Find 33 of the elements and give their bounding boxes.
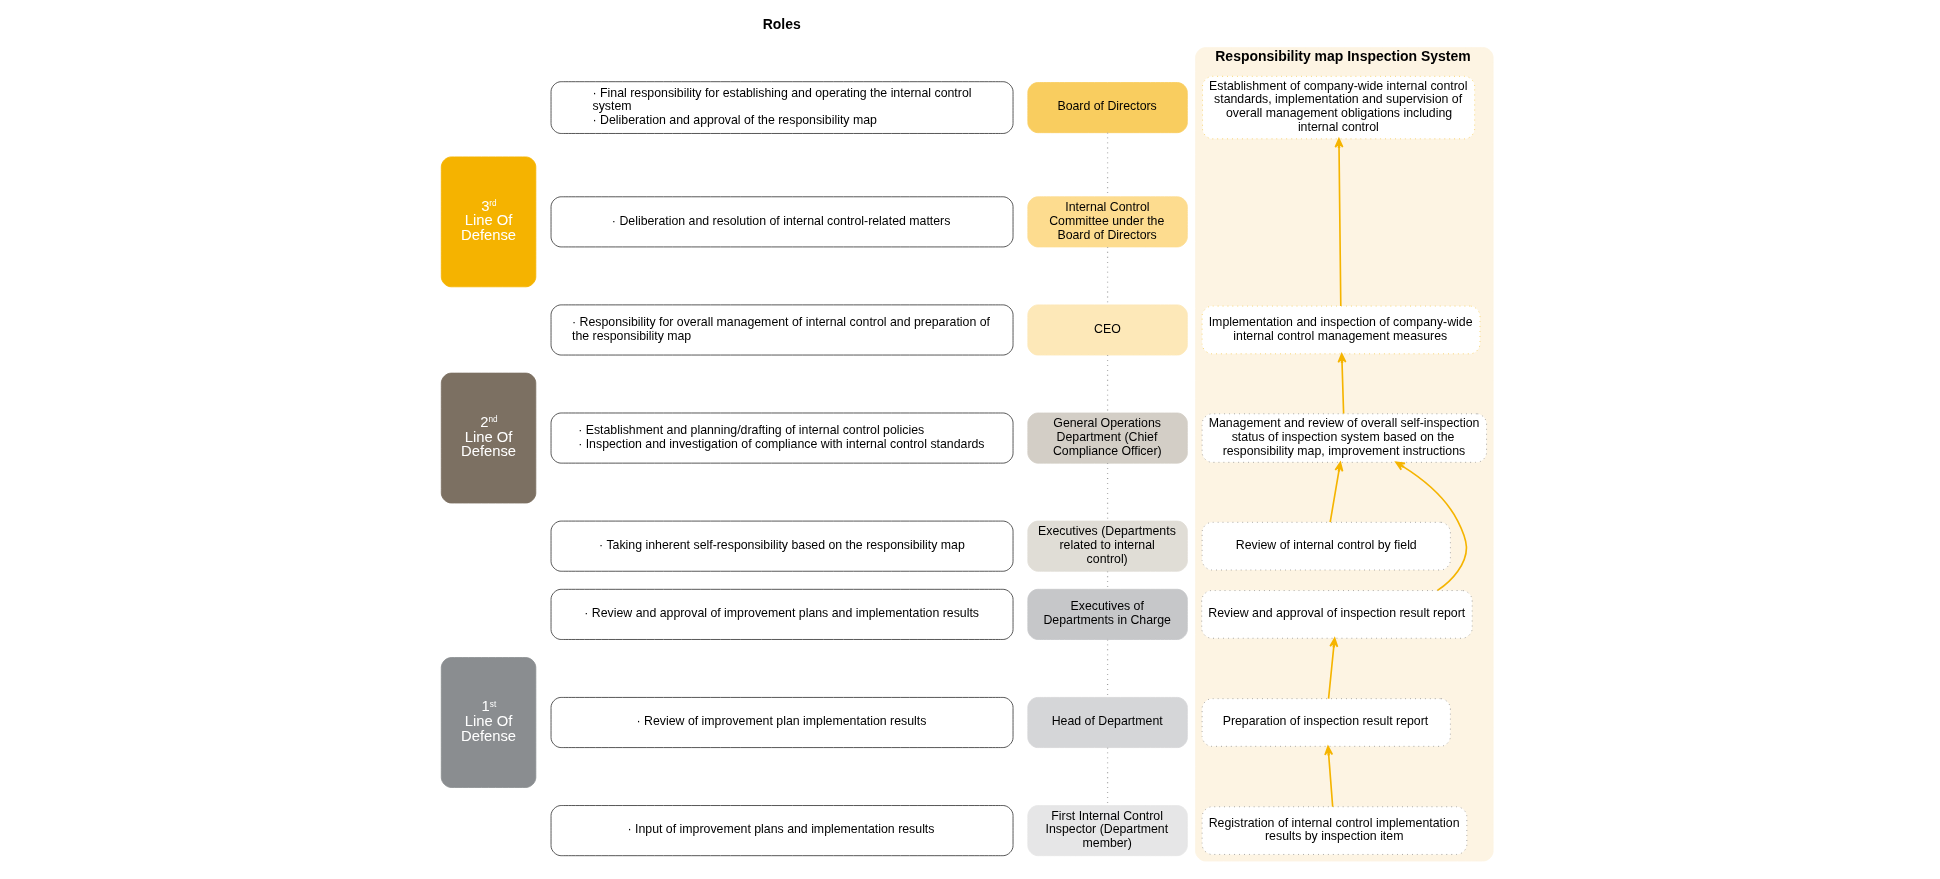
node-box: Implementation and inspection of company-wide internal control management measures — [1201, 305, 1480, 355]
node-box: Preparation of inspection result report — [1201, 698, 1451, 747]
node-box: Board of Directors — [1026, 82, 1188, 134]
node-box: Executives (Departments related to internal control) — [1026, 520, 1188, 572]
node-box: · Establishment and planning/drafting of internal control policies · Inspection and investigation of compliance with internal control standards — [550, 412, 1013, 464]
node-box: CEO — [1026, 304, 1188, 356]
node-box: · Input of improvement plans and implementation results — [550, 805, 1013, 857]
arrow — [1327, 637, 1338, 700]
node-box: · Deliberation and resolution of internal control-related matters — [550, 196, 1013, 248]
node-box: 3$^{rd}$ Line Of Defense — [440, 156, 536, 288]
node-box: Management and review of overall self-inspection status of inspection system based on the responsibility map, improvement instructions — [1201, 413, 1487, 463]
node-box: · Review of improvement plan implementation results — [550, 697, 1013, 748]
arrow — [1328, 461, 1343, 523]
node-box: Registration of internal control implementation results by inspection item — [1201, 806, 1467, 855]
node-box: Executives of Departments in Charge — [1026, 588, 1188, 640]
node-box: 2$^{nd}$ Line Of Defense — [440, 372, 536, 504]
node-box: Establishment of company-wide internal control standards, implementation and supervision of overall management obligations including internal control — [1201, 75, 1475, 140]
node-box: Review of internal control by field — [1201, 521, 1451, 571]
node-box: · Review and approval of improvement plans and implementation results — [550, 588, 1013, 640]
arrow — [1334, 138, 1344, 307]
arrow — [1394, 461, 1467, 592]
arrow — [1323, 745, 1333, 808]
node-box: · Final responsibility for establishing and operating the internal control system · Deliberation and approval of the responsibility map — [550, 81, 1013, 134]
label: Roles — [762, 15, 801, 32]
node-box: · Responsibility for overall management of internal control and preparation of the responsibility map — [550, 304, 1013, 356]
node-box: 1$^{st}$ Line Of Defense — [440, 657, 536, 788]
node-box: Internal Control Committee under the Board of Directors — [1026, 196, 1188, 248]
node-box: Head of Department — [1026, 697, 1188, 748]
node-box: Review and approval of inspection result report — [1200, 590, 1473, 639]
node-box: · Taking inherent self-responsibility based on the responsibility map — [550, 520, 1013, 572]
arrow — [1337, 353, 1347, 415]
node-box: First Internal Control Inspector (Department member) — [1026, 805, 1188, 857]
node-box: General Operations Department (Chief Compliance Officer) — [1026, 412, 1188, 464]
